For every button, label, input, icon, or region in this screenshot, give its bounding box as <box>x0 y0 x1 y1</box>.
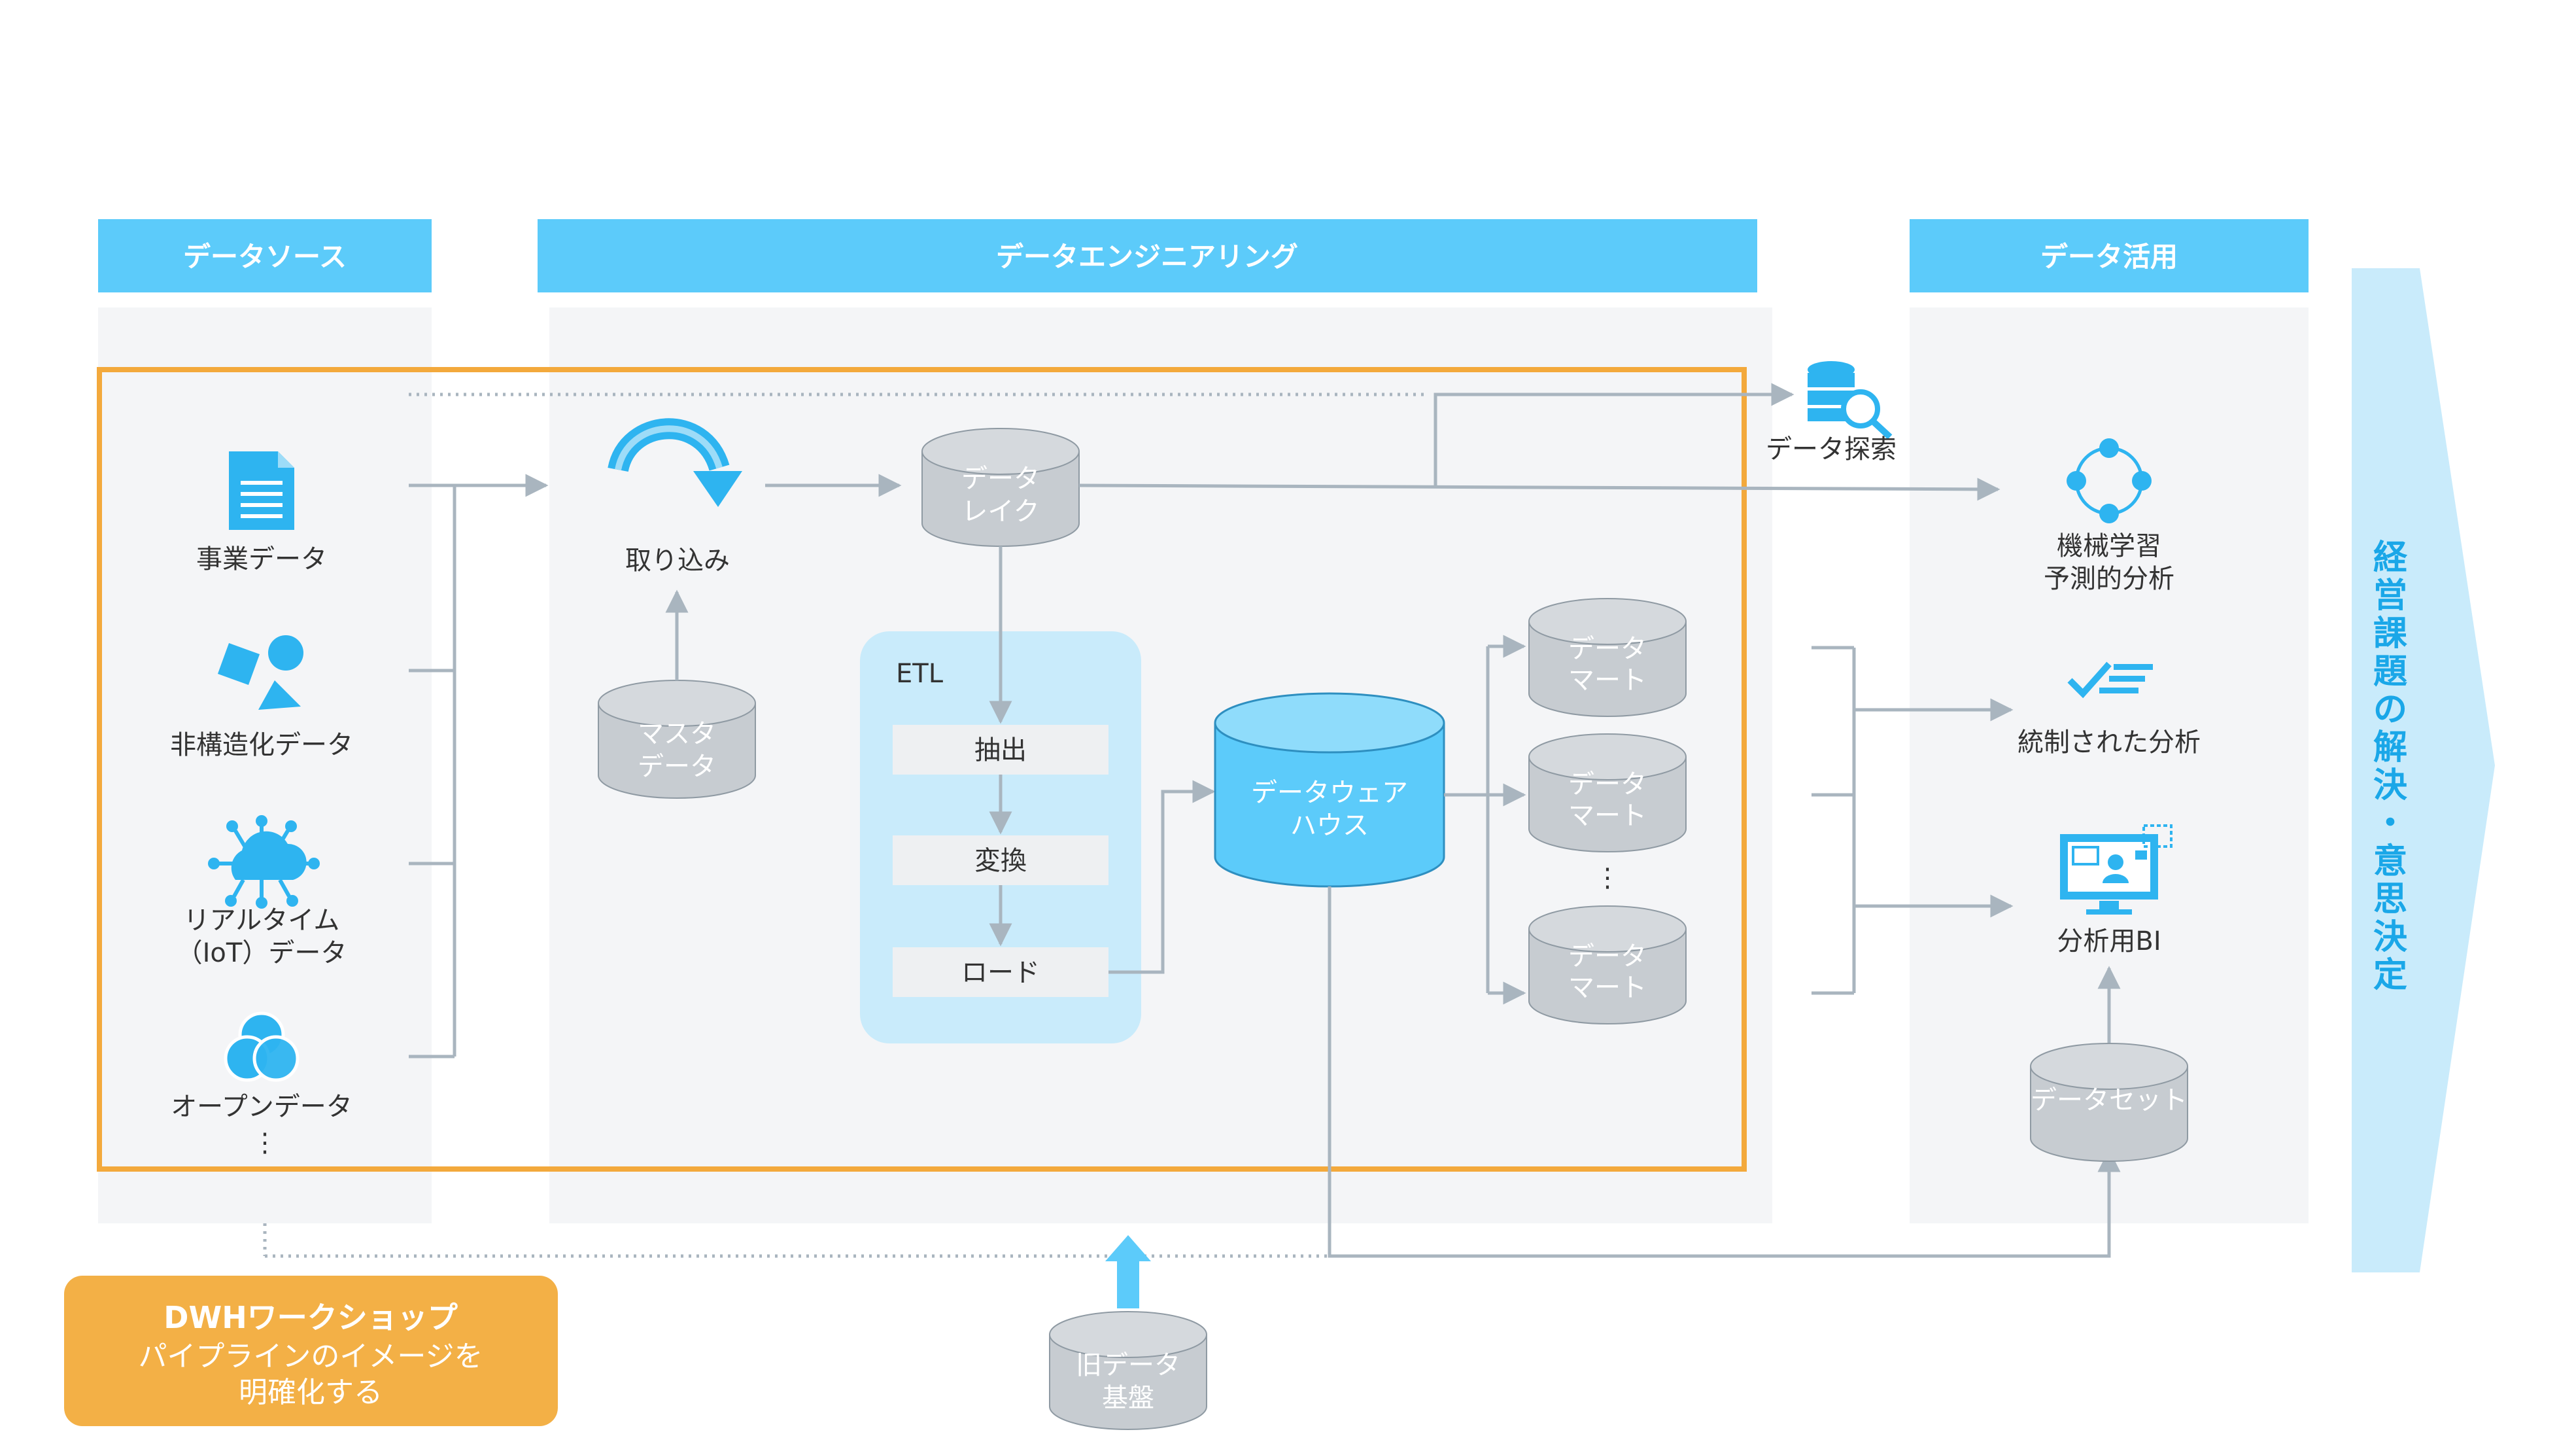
dataset-label: データセット <box>2031 1085 2188 1115</box>
mart-2-label-2: マート <box>1568 801 1647 831</box>
master-label-2: データ <box>638 752 716 782</box>
workshop-frame <box>97 367 1747 1172</box>
arrow-dwh-to-dataset <box>1328 886 2121 1258</box>
etl-transform-box <box>893 835 1108 885</box>
source-header <box>98 219 432 292</box>
venn-icon <box>224 1011 300 1082</box>
source-panel <box>98 307 432 1223</box>
legacy-label-2: 基盤 <box>1102 1383 1154 1413</box>
side-label-char: 意 <box>2373 842 2407 881</box>
side-label-char: 定 <box>2373 956 2407 995</box>
lake-label-1: データ <box>961 464 1040 494</box>
arrow-lake-to-ml <box>1078 478 2001 501</box>
etl-extract-box <box>893 725 1108 775</box>
side-label-char: 決 <box>2373 918 2407 957</box>
source-business-label: 事業データ <box>196 544 327 574</box>
etl-title: ETL <box>896 659 944 689</box>
explore-label: データ探索 <box>1766 434 1897 464</box>
master-label-1: マスタ <box>638 719 716 749</box>
mart-3-label-1: データ <box>1568 941 1647 971</box>
source-unstructured-label: 非構造化データ <box>170 730 353 760</box>
shapes-icon <box>217 635 303 710</box>
side-label-char: 決 <box>2373 766 2407 805</box>
etl-load-label: ロード <box>961 958 1040 988</box>
workshop-title: DWHワークショップ <box>163 1300 457 1335</box>
workshop-line-2: 明確化する <box>239 1376 383 1409</box>
arrow-lake-to-explore <box>1434 383 1795 487</box>
mart-2-label-1: データ <box>1568 769 1647 799</box>
source-realtime-label-1: リアルタイム <box>184 905 340 935</box>
side-label-char: 課 <box>2373 614 2407 654</box>
ml-label-2: 予測的分析 <box>2044 564 2174 594</box>
mart-3-label-2: マート <box>1568 973 1647 1003</box>
side-label-char: 題 <box>2373 652 2407 691</box>
monitor-dashboard-icon <box>2060 824 2172 915</box>
source-more-dots: ⋮ <box>252 1128 278 1158</box>
lake-label-2: レイク <box>961 497 1039 527</box>
mart-1-label-1: データ <box>1568 634 1647 664</box>
legacy-upload-arrow-shaft <box>1117 1259 1139 1308</box>
dwh-label-2: ハウス <box>1290 811 1369 841</box>
legacy-label-1: 旧データ <box>1076 1350 1180 1380</box>
network-icon <box>2067 438 2152 523</box>
etl-extract-label: 抽出 <box>974 735 1027 765</box>
usage-header <box>1910 219 2309 292</box>
iot-cloud-icon <box>208 815 320 909</box>
bi-label: 分析用BI <box>2057 926 2161 956</box>
engineering-header <box>538 219 1757 292</box>
source-realtime-label-2: （IoT）データ <box>177 938 347 968</box>
ml-label-1: 機械学習 <box>2057 531 2161 561</box>
governed-label: 統制された分析 <box>2018 727 2201 758</box>
source-header-text: データソース <box>183 241 347 273</box>
dwh-label-1: データウェア <box>1251 778 1408 808</box>
ingest-icon <box>608 418 742 507</box>
side-label-char: 思 <box>2373 880 2407 919</box>
side-label-char: 営 <box>2373 576 2407 616</box>
mart-1-label-2: マート <box>1568 665 1647 695</box>
checklist-icon <box>2067 661 2153 699</box>
source-open-label: オープンデータ <box>171 1092 352 1122</box>
side-label-char: 経 <box>2373 538 2408 578</box>
workshop-line-1: パイプラインのイメージを <box>138 1340 483 1373</box>
engineering-header-text: データエンジニアリング <box>996 241 1298 273</box>
ingest-label: 取り込み <box>625 546 730 576</box>
side-label-char: の <box>2373 690 2407 729</box>
mart-more-dots: ⋮ <box>1594 863 1621 893</box>
side-arrow <box>2352 268 2495 1272</box>
etl-transform-label: 変換 <box>974 846 1027 876</box>
database-search-icon <box>1808 361 1893 440</box>
usage-header-text: データ活用 <box>2040 241 2178 273</box>
dwh-cylinder <box>1214 692 1445 888</box>
arrow-load-to-dwh <box>1108 780 1216 974</box>
workshop-box <box>64 1276 558 1426</box>
document-icon <box>229 451 294 530</box>
side-label-char: 解 <box>2373 728 2407 767</box>
legacy-upload-arrow-head <box>1105 1235 1151 1261</box>
side-label-char: ・ <box>2373 804 2407 843</box>
etl-load-box <box>893 947 1108 997</box>
